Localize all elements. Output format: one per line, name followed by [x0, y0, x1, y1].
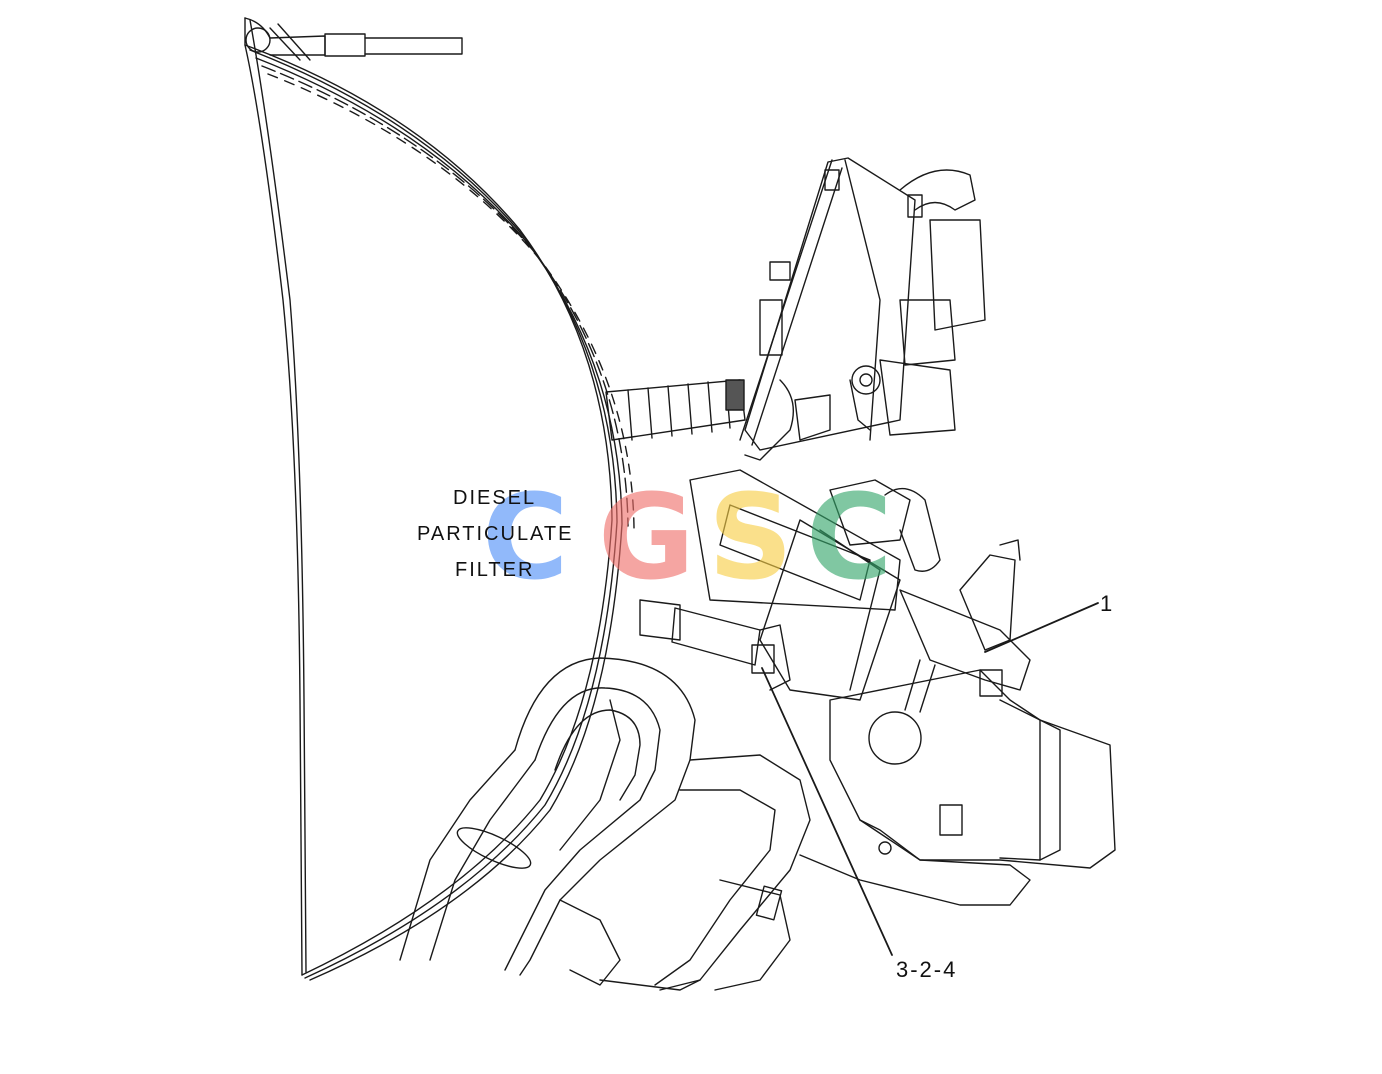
- watermark-letter-c2: C: [806, 468, 893, 606]
- corrugated-hose: [605, 379, 746, 441]
- looped-hose: [399, 657, 811, 991]
- callout-2-leader: [761, 667, 893, 956]
- callout-1: 1: [1100, 591, 1115, 616]
- callout-1-leader: [984, 602, 1099, 653]
- callout-2: 3-2-4: [896, 957, 958, 982]
- top-tube: [244, 17, 463, 61]
- dpf-housing: [244, 17, 635, 981]
- watermark-letter-s: S: [708, 468, 793, 606]
- filter-label-line1: DIESEL: [453, 487, 537, 509]
- filter-label-line3: FILTER: [455, 559, 535, 581]
- watermark-letter-c1: C: [482, 468, 569, 606]
- valve-assembly: [639, 469, 1116, 906]
- watermark-letter-g: G: [598, 468, 695, 606]
- upper-bracket: [739, 157, 986, 461]
- filter-label-line2: PARTICULATE: [417, 523, 574, 545]
